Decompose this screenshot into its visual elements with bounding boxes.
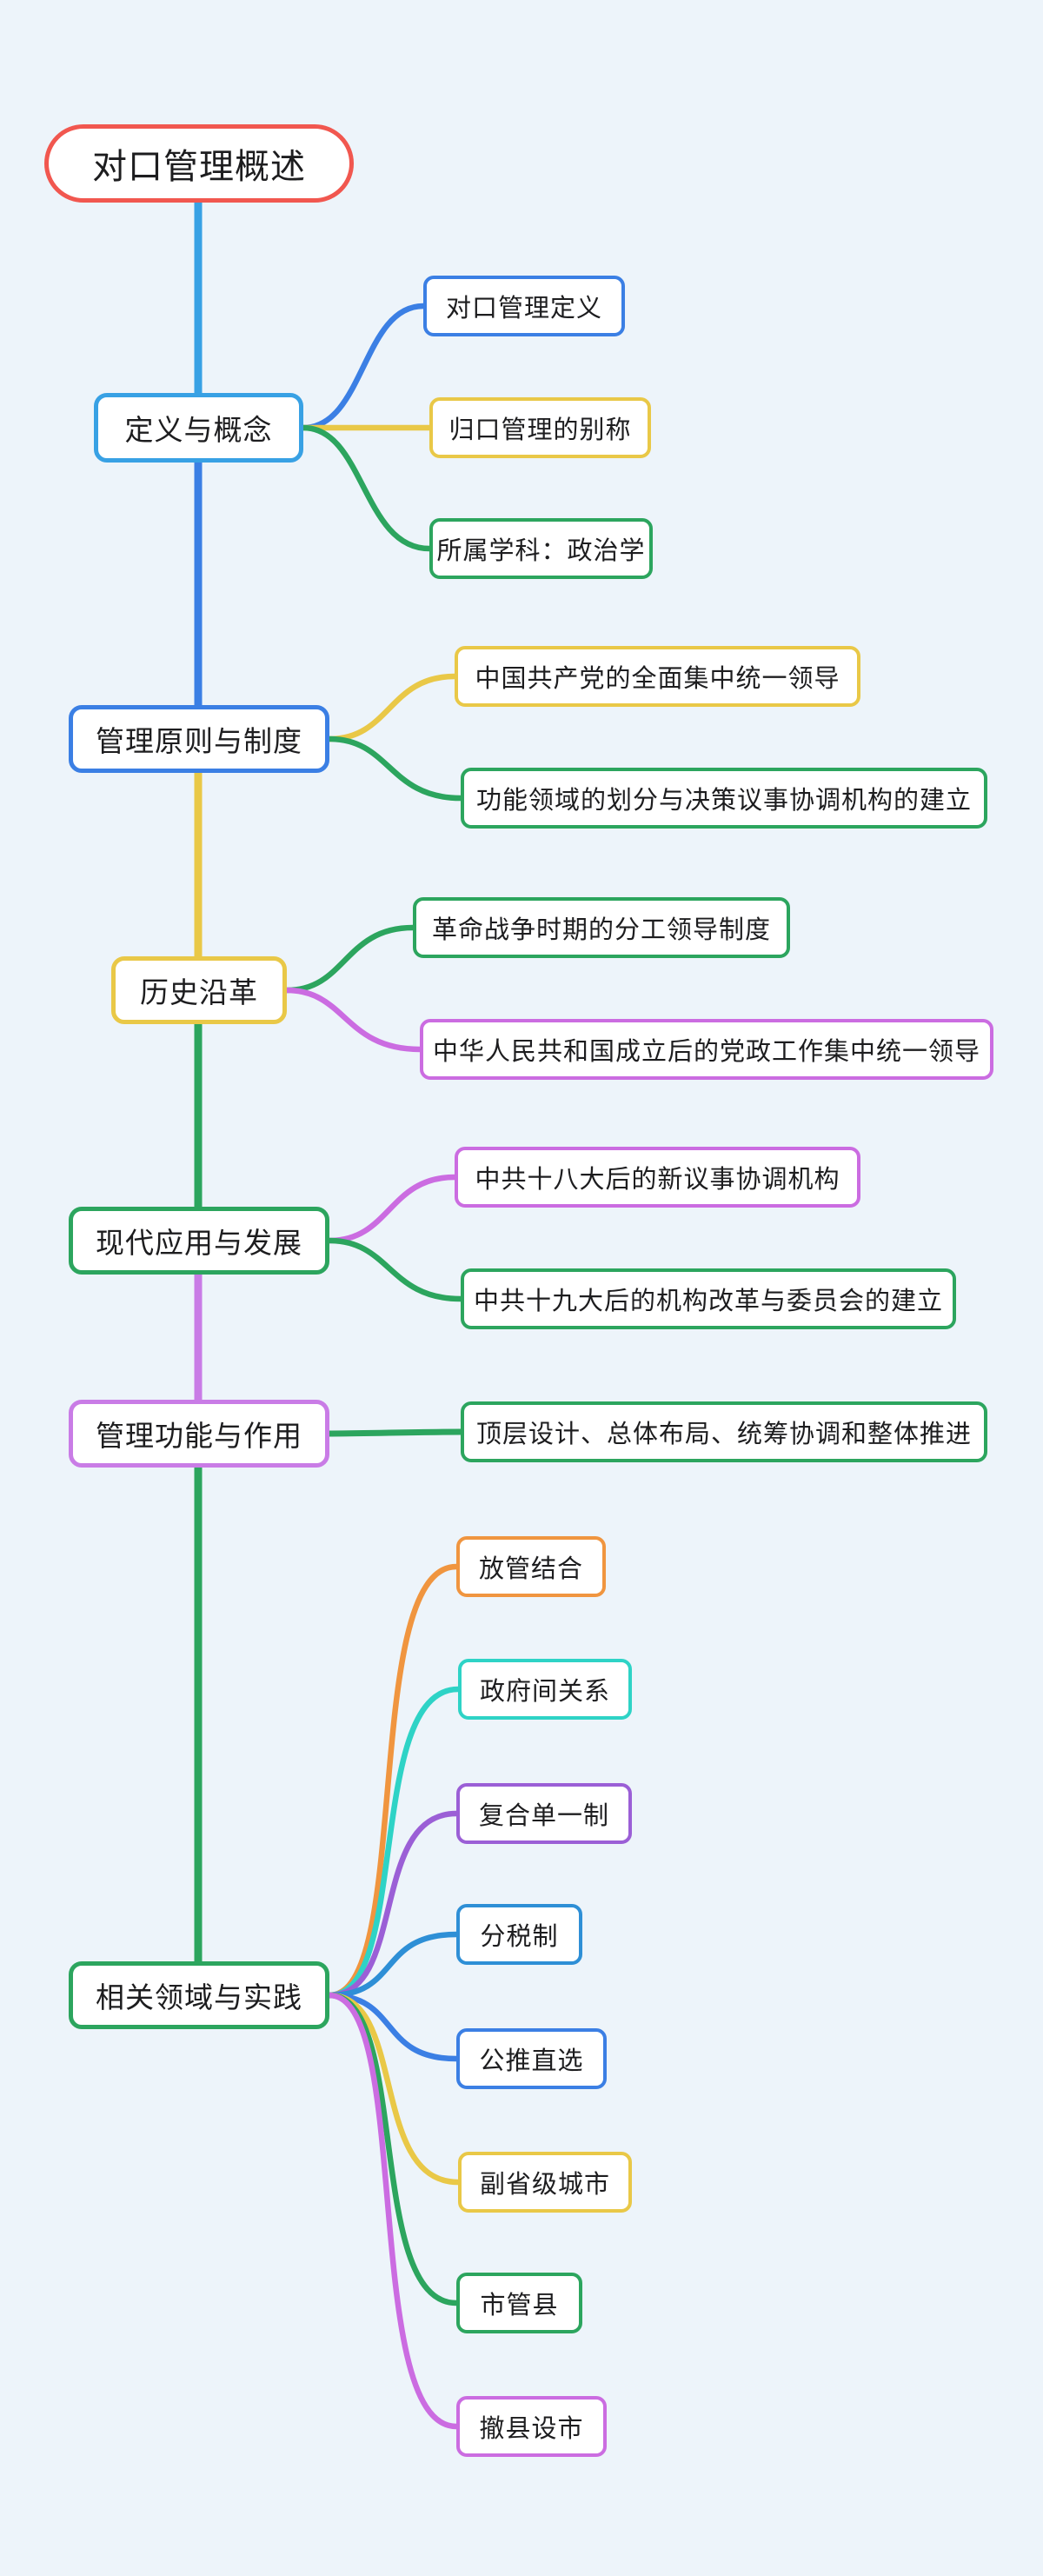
leaf-node[interactable]: 市管县 <box>456 2273 582 2333</box>
leaf-node[interactable]: 中共十八大后的新议事协调机构 <box>455 1147 860 1208</box>
branch-node-principles[interactable]: 管理原则与制度 <box>69 705 329 773</box>
leaf-node[interactable]: 功能领域的划分与决策议事协调机构的建立 <box>461 768 987 829</box>
connector-line <box>326 1992 460 2062</box>
leaf-node[interactable]: 分税制 <box>456 1904 582 1965</box>
connector-line <box>300 424 433 552</box>
leaf-node[interactable]: 所属学科：政治学 <box>429 518 653 579</box>
connector-line <box>326 1174 458 1244</box>
leaf-node[interactable]: 副省级城市 <box>458 2152 632 2213</box>
branch-node-definitions[interactable]: 定义与概念 <box>94 393 303 463</box>
leaf-node[interactable]: 撤县设市 <box>456 2396 607 2457</box>
leaf-node[interactable]: 革命战争时期的分工领导制度 <box>413 897 790 958</box>
leaf-node[interactable]: 对口管理定义 <box>423 276 625 336</box>
connector-line <box>326 1237 464 1302</box>
connector-line <box>326 1992 460 2430</box>
connector-line <box>326 1428 464 1437</box>
leaf-node[interactable]: 复合单一制 <box>456 1783 632 1844</box>
connector-line <box>283 987 423 1053</box>
connector-line <box>326 1810 460 1999</box>
root-topic-node[interactable]: 对口管理概述 <box>44 124 354 203</box>
leaf-node[interactable]: 顶层设计、总体布局、统筹协调和整体推进 <box>461 1401 987 1462</box>
connector-line <box>283 924 416 994</box>
connector-line <box>326 1563 460 1999</box>
connector-line <box>326 673 458 742</box>
branch-node-modern-application[interactable]: 现代应用与发展 <box>69 1207 329 1275</box>
leaf-node[interactable]: 中国共产党的全面集中统一领导 <box>455 646 860 707</box>
leaf-node[interactable]: 放管结合 <box>456 1536 606 1597</box>
connector-line <box>300 303 427 431</box>
branch-node-history[interactable]: 历史沿革 <box>111 956 287 1024</box>
leaf-node[interactable]: 中共十九大后的机构改革与委员会的建立 <box>461 1268 956 1329</box>
leaf-node[interactable]: 中华人民共和国成立后的党政工作集中统一领导 <box>420 1019 993 1080</box>
leaf-node[interactable]: 公推直选 <box>456 2028 607 2089</box>
connector-line <box>326 1931 460 1999</box>
leaf-node[interactable]: 政府间关系 <box>458 1659 632 1720</box>
branch-node-related-fields[interactable]: 相关领域与实践 <box>69 1961 329 2029</box>
connector-line <box>326 1686 462 1999</box>
leaf-node[interactable]: 归口管理的别称 <box>429 397 651 458</box>
connector-line <box>326 1992 462 2186</box>
connector-line <box>326 736 464 802</box>
branch-node-functions[interactable]: 管理功能与作用 <box>69 1400 329 1468</box>
